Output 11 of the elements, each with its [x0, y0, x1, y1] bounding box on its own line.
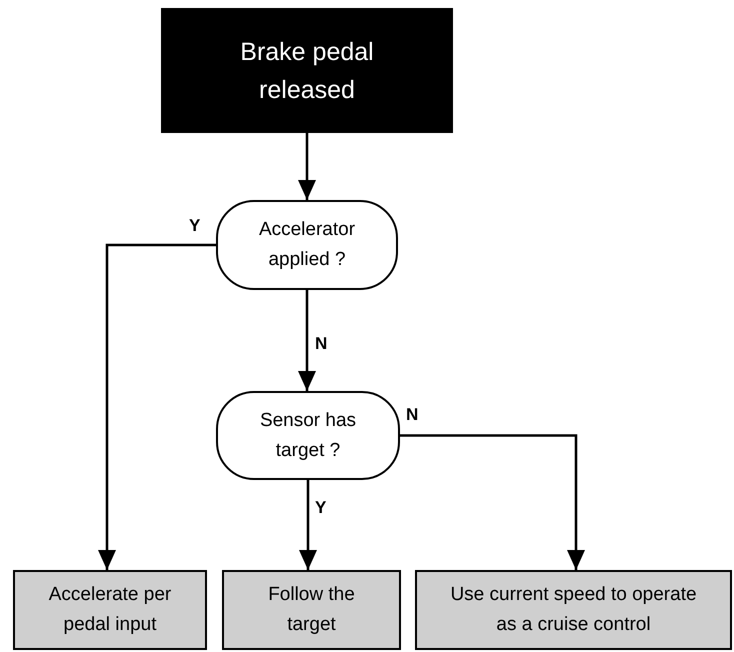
arrow [98, 244, 216, 570]
arrow [400, 434, 585, 570]
start-box: Brake pedal released [161, 8, 453, 133]
process-box: Use current speed to operate as a cruise control [415, 570, 732, 650]
process-box: Accelerate per pedal input [13, 570, 207, 650]
arrow [298, 133, 316, 200]
decision-box: Sensor has target ? [216, 391, 400, 480]
arrow [299, 480, 317, 570]
process-box: Follow the target [222, 570, 401, 650]
decision-box: Accelerator applied ? [216, 200, 398, 290]
arrow [298, 290, 316, 391]
